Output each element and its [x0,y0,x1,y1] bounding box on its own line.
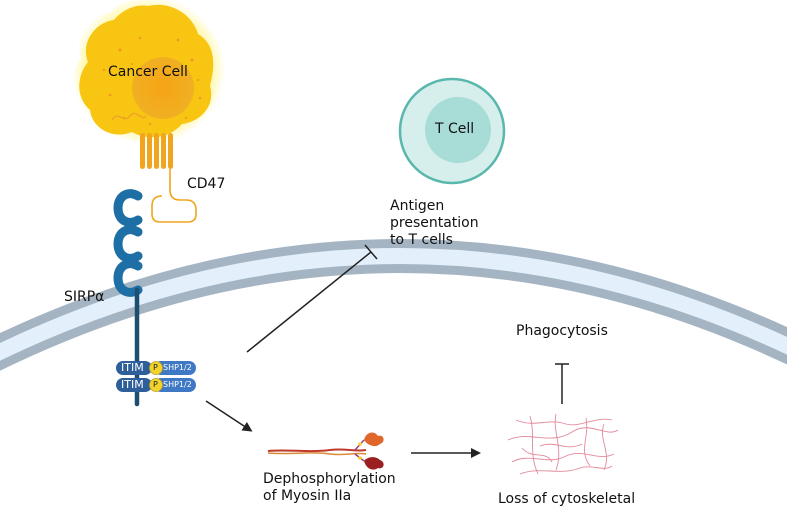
itim-complex-1 [116,361,196,375]
sirpa-label: SIRPα [64,289,105,305]
phospho-label-2: P [153,380,158,389]
cancer-granules [102,36,202,126]
myosin-filament [267,432,384,470]
arrow-to-dephosphorylation [205,400,253,432]
itim-label-1: ITIM [121,361,144,374]
t-cell-label: T Cell [435,121,475,137]
cancer-cell [71,0,226,145]
dephosphorylation-label: Dephosphorylation of Myosin IIa [263,471,396,504]
inhibit-phagocytosis-arrow [555,363,569,404]
cancer-nucleus [132,57,194,119]
cd47-protein [140,133,197,223]
itim-label-2: ITIM [121,378,144,391]
cytoskeleton-network [507,413,619,475]
phagocytosis-label: Phagocytosis [516,323,608,339]
shp-label-2: SHP1/2 [163,380,192,389]
cytoskeleton-loss-label: Loss of cytoskeletal [498,491,636,507]
cd47-label: CD47 [187,176,226,192]
phospho-label-1: P [153,363,158,372]
cell-membrane [0,239,787,371]
cancer-cell-label: Cancer Cell [108,64,188,80]
shp-label-1: SHP1/2 [163,363,192,372]
inhibit-antigen-arrow [246,244,378,353]
itim-complex-2 [116,378,196,392]
antigen-presentation-label: Antigen presentation to T cells [390,198,479,248]
t-cell [398,77,506,185]
